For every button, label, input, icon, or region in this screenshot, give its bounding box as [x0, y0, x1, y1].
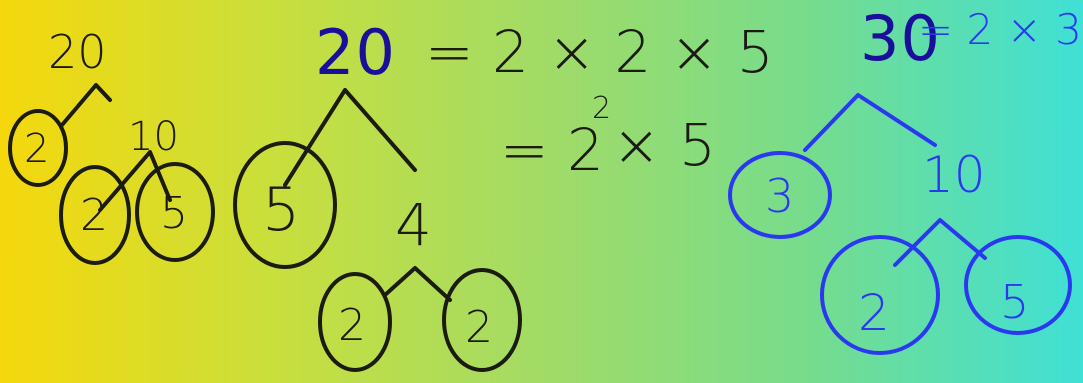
typed-number-30: 30	[860, 2, 941, 75]
tree-a-circle-5	[135, 162, 215, 262]
tree-c-left-label: 3	[765, 169, 794, 223]
tree-c-circle-3	[728, 151, 832, 239]
tree-b-circle-5	[233, 141, 337, 269]
tree-b-right-left-label: 2	[338, 300, 366, 351]
tree-c-branch	[803, 93, 937, 152]
tree-c-right-right-label: 5	[1000, 275, 1029, 329]
tree-a-root-label: 20	[48, 25, 107, 79]
tree-b-right-right-label: 2	[465, 302, 493, 353]
tree-b-circle-2b	[442, 268, 522, 372]
tree-b-circle-2a	[318, 272, 392, 372]
equation-line-2-base: = 2	[500, 116, 604, 184]
tree-a-branch-left	[60, 83, 112, 127]
tree-c-branch-10	[893, 218, 987, 267]
tree-b-branch	[283, 88, 417, 187]
tree-a-circle-2	[8, 109, 68, 187]
tree-a-right-label: 10	[128, 114, 179, 160]
tree-a-circle-2b	[59, 165, 131, 265]
tree-a-branch-10	[98, 150, 172, 212]
equation-line-1: = 2 × 2 × 5	[425, 18, 774, 86]
tree-a-right-right-label: 5	[160, 188, 188, 239]
tree-c-circle-2	[820, 235, 940, 355]
tree-b-right-label: 4	[395, 191, 432, 259]
tree-c-right-label: 10	[922, 146, 986, 204]
equation-line-2-rest: × 5	[612, 111, 716, 179]
tree-a-left-label: 2	[24, 126, 49, 172]
tree-b-left-label: 5	[262, 175, 300, 245]
tree-c-right-left-label: 2	[858, 284, 890, 342]
typed-number-20: 20	[315, 16, 396, 89]
tree-c-circle-5	[964, 235, 1072, 335]
tree-a-right-left-label: 2	[80, 190, 108, 241]
equation-line-2-exp: 2	[592, 91, 611, 126]
tree-b-branch-4	[383, 266, 452, 302]
tree-c-partial-equation: = 2 × 3 × 5	[918, 5, 1083, 54]
